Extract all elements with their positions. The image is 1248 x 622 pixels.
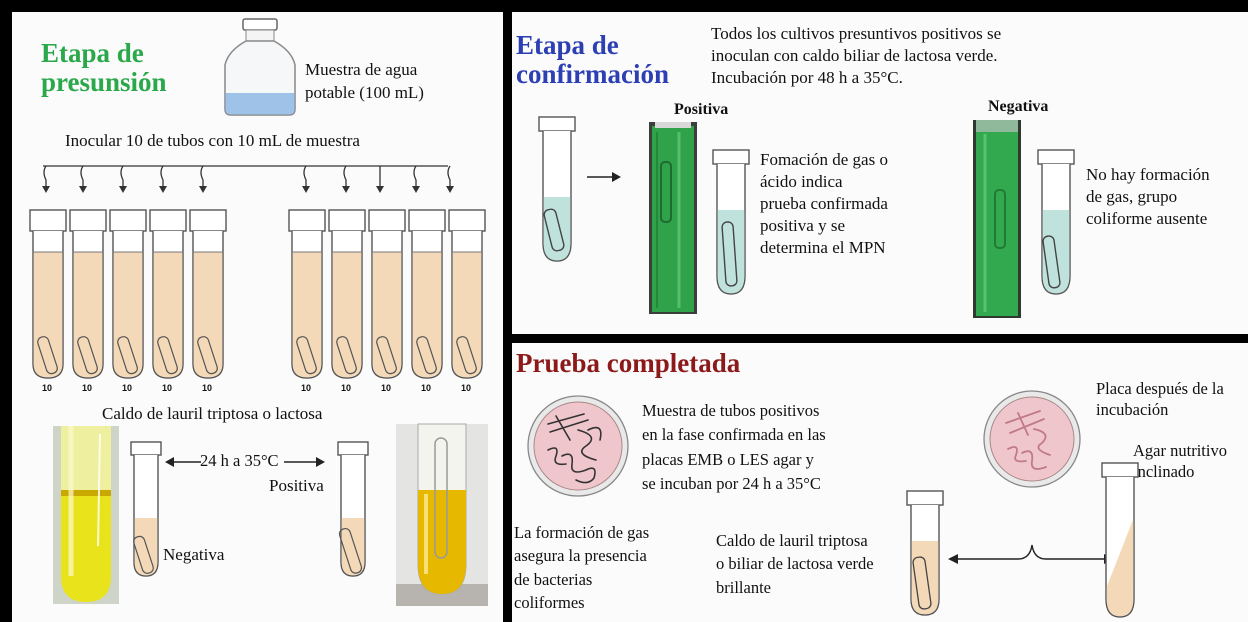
plate-description-line: placas EMB o LES agar y: [642, 449, 814, 469]
agar-description-line: Agar nutritivo: [1133, 441, 1227, 460]
tube-volume-label: 10: [202, 383, 213, 393]
plate-after-description-line: incubación: [1096, 400, 1169, 420]
broth-description: Caldo de lauril triptosa o biliar de lac…: [716, 529, 874, 599]
presumptive-title-line2: presunsión: [41, 67, 167, 98]
broth-label: Caldo de lauril triptosa o lactosa: [102, 404, 323, 423]
confirmation-description-line3: Incubación por 48 h a 35°C.: [711, 68, 903, 88]
tube-volume-label: 10: [421, 383, 432, 393]
presumptive-title: Etapa de presunsión: [41, 38, 167, 98]
negative-green-tube-photo: [973, 120, 1021, 318]
confirmation-title: Etapa de confirmación: [516, 30, 669, 90]
gas-description-line: La formación de gas: [514, 523, 650, 542]
incubated-plate-icon: [983, 390, 1081, 488]
plate-after-description: Placa después de la incubación: [1096, 378, 1224, 421]
plate-after-description-line: Placa después de la: [1096, 379, 1224, 398]
broth-description-line: brillante: [716, 577, 771, 597]
presumptive-tubes: [29, 209, 486, 379]
broth-description-line: o biliar de lactosa verde: [716, 554, 874, 574]
negative-description-line: coliforme ausente: [1086, 209, 1208, 229]
tube-volume-label: 10: [381, 383, 392, 393]
plate-description: Muestra de tubos positivos en la fase co…: [642, 399, 826, 496]
sample-label-line1: Muestra de agua: [305, 60, 418, 79]
tube-volume-label: 10: [341, 383, 352, 393]
culture-tube: [408, 209, 446, 379]
culture-tube: [368, 209, 406, 379]
positive-label: Positiva: [269, 476, 324, 495]
streak-plate-icon: [527, 395, 629, 497]
culture-tube: [29, 209, 67, 379]
positive-tube-photo: [396, 423, 488, 606]
positive-heading: Positiva: [674, 101, 729, 118]
negative-heading: Negativa: [988, 98, 1049, 115]
positive-description: Fomación de gas o ácido indica prueba co…: [760, 149, 888, 259]
confirmation-panel: Etapa de confirmación Todos los cultivos…: [512, 12, 1248, 334]
agar-description: Agar nutritivo inclinado: [1133, 440, 1227, 483]
gas-description-line: coliformes: [514, 593, 585, 613]
confirmation-arrow: [587, 172, 621, 182]
inoculate-label: Inocular 10 de tubos con 10 mL de muestr…: [65, 131, 360, 150]
negative-tube-photo: [53, 426, 119, 604]
incubation-arrow: [165, 457, 325, 467]
sample-label: Muestra de agua potable (100 mL): [305, 59, 424, 105]
negative-label: Negativa: [163, 545, 225, 564]
positive-description-line: prueba confirmada: [760, 194, 888, 214]
presumptive-panel: Etapa de presunsión Muestra de agua pota…: [12, 12, 503, 622]
confirmation-title-line2: confirmación: [516, 59, 669, 90]
positive-green-tube-photo: [649, 122, 697, 314]
plate-description-line: en la fase confirmada en las: [642, 425, 826, 445]
culture-tube: [448, 209, 486, 379]
gas-description-line: asegura la presencia: [514, 546, 647, 566]
confirmation-description-line1: Todos los cultivos presuntivos positivos…: [711, 24, 1002, 43]
negative-description-line: No hay formación: [1086, 165, 1210, 184]
culture-tube: [189, 209, 227, 379]
incubation-label: 24 h a 35°C: [200, 451, 279, 470]
confirmation-title-line1: Etapa de: [516, 30, 619, 60]
negative-confirm-tube: [1037, 149, 1075, 295]
negative-description: No hay formación de gas, grupo coliforme…: [1086, 164, 1210, 230]
tube-volume-label: 10: [122, 383, 133, 393]
sample-label-line2: potable (100 mL): [305, 82, 424, 102]
agar-description-line: inclinado: [1133, 462, 1195, 482]
broth-description-line: Caldo de lauril triptosa: [716, 531, 868, 550]
sample-bottle-icon: [224, 18, 296, 116]
confirmation-description: Todos los cultivos presuntivos positivos…: [711, 23, 1001, 89]
plate-description-line: se incuban por 24 h a 35°C: [642, 473, 821, 493]
tube-volume-label: 10: [162, 383, 173, 393]
tube-volume-label: 10: [82, 383, 93, 393]
confirmation-description-line2: inoculan con caldo biliar de lactosa ver…: [711, 46, 998, 66]
negative-description-line: de gas, grupo: [1086, 187, 1178, 207]
positive-description-line: determina el MPN: [760, 238, 886, 258]
gas-description-line: de bacterias: [514, 569, 593, 589]
tube-volume-label: 10: [42, 383, 53, 393]
tube-volume-label: 10: [461, 383, 472, 393]
negative-result-tube: [130, 441, 162, 577]
positive-confirm-tube: [712, 149, 750, 295]
culture-tube: [69, 209, 107, 379]
presumptive-title-line1: Etapa de: [41, 38, 144, 68]
positive-description-line: ácido indica: [760, 172, 843, 192]
confirmation-source-tube: [538, 116, 576, 262]
culture-tube: [328, 209, 366, 379]
positive-description-line: positiva y se: [760, 216, 845, 236]
plate-description-line: Muestra de tubos positivos: [642, 401, 820, 420]
culture-tube: [109, 209, 147, 379]
culture-tube: [288, 209, 326, 379]
inoculation-arrows: [42, 165, 454, 193]
positive-result-tube: [337, 441, 369, 577]
agar-slant-tube: [1101, 462, 1139, 618]
tube-volume-label: 10: [301, 383, 312, 393]
transfer-arrows: [948, 544, 1114, 564]
completed-broth-tube: [906, 490, 944, 616]
completed-panel: Prueba completada Muestra de tubos posit…: [512, 343, 1248, 622]
culture-tube: [149, 209, 187, 379]
positive-description-line: Fomación de gas o: [760, 150, 888, 169]
completed-title: Prueba completada: [516, 348, 741, 378]
gas-description: La formación de gas asegura la presencia…: [514, 521, 649, 615]
